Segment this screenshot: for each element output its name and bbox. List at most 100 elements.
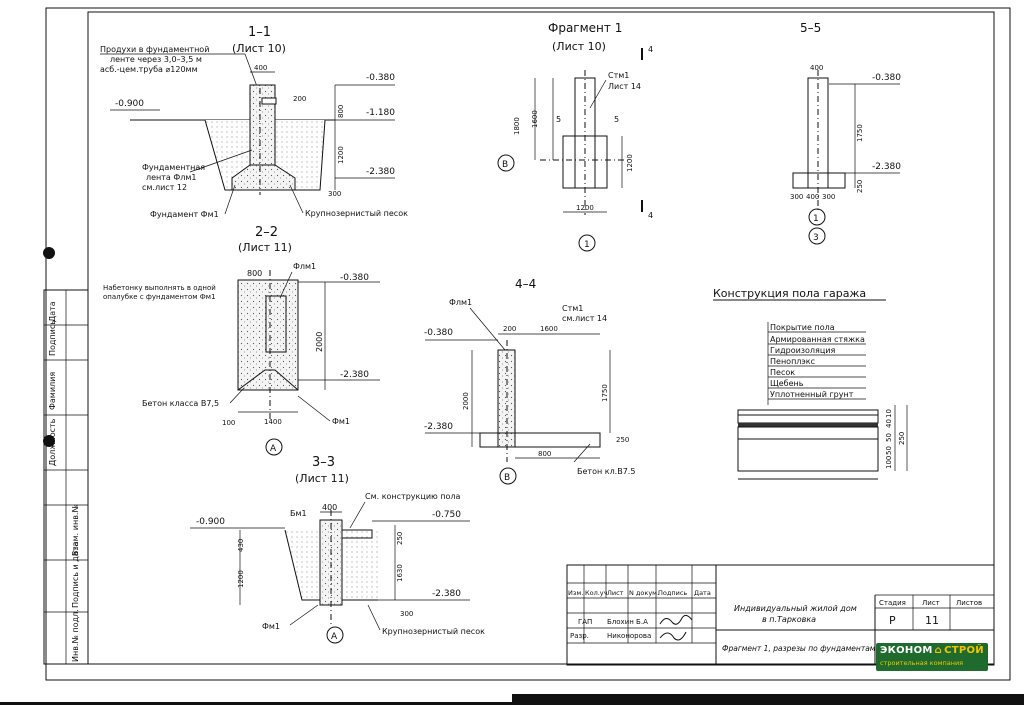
tb-sheets-head: Листов <box>956 599 982 607</box>
tb-project-2: в п.Тарковка <box>762 615 816 624</box>
signature-scribble <box>659 631 687 641</box>
dim-400: 400 <box>322 503 337 512</box>
logo-word-2: СТРОЙ <box>944 645 984 656</box>
dim-2000: 2000 <box>315 332 324 352</box>
label-sand: Крупнозернистый песок <box>305 209 408 218</box>
label-concrete: Бетон кл.В7.5 <box>577 467 635 476</box>
cut-mark-4-bottom: 4 <box>648 211 653 220</box>
floor-layer-4: Пеноплэкс <box>770 357 815 366</box>
stamp-date: Дата <box>48 301 57 322</box>
cut-mark-4-top: 4 <box>648 45 653 54</box>
fragment-title: Фрагмент 1 <box>548 21 622 35</box>
section-2-2: 2–2 (Лист 11) Набетонку выполнять в одно… <box>103 225 380 456</box>
label-bm1: Бм1 <box>290 509 307 518</box>
dim-800: 800 <box>538 450 551 458</box>
section-title: 1–1 <box>248 25 271 40</box>
vent-note-line1: Продухи в фундаментной <box>100 45 209 54</box>
level-090: -0.900 <box>196 517 225 527</box>
axis-b-marker: В <box>502 160 508 170</box>
dim-2000: 2000 <box>462 392 470 410</box>
tb-project-1: Индивидуальный жилой дом <box>734 604 857 613</box>
dim-1750: 1750 <box>856 124 864 142</box>
section-title: 2–2 <box>255 225 278 240</box>
tb-stage-head: Стадия <box>879 599 906 607</box>
axis-b-marker: В <box>504 473 510 483</box>
label-floor-ref: См. конструкцию пола <box>365 492 461 501</box>
level-238: -2.380 <box>872 162 901 172</box>
dim-300b: 300 <box>822 193 835 201</box>
section-3-3: 3–3 (Лист 11) См. конструкцию пола Бм1 4… <box>190 455 485 644</box>
label-found-fm1: Фундамент Фм1 <box>150 210 219 219</box>
dim-300a: 300 <box>790 193 803 201</box>
sheet-outer-frame <box>45 7 1011 681</box>
tb-head-sign: Подпись <box>658 589 687 597</box>
level-118: -1.180 <box>366 108 395 118</box>
tb-head-date: Дата <box>694 589 711 597</box>
section-5-5: 5–5 400 1750 250 300 400 300 -0.380 -2.3… <box>790 21 901 245</box>
axis-3-marker: 3 <box>813 233 819 243</box>
level-090: -0.900 <box>115 99 144 109</box>
cut-mark-5-left: 5 <box>556 115 561 124</box>
dim-1200: 1200 <box>337 146 345 164</box>
dim-400: 400 <box>810 64 823 72</box>
level-238: -2.380 <box>424 422 453 432</box>
label-strip-1: Фундаментная <box>142 163 205 172</box>
section-sheet-ref: (Лист 10) <box>232 42 286 55</box>
fragment-stm1: Стм1 <box>608 71 629 80</box>
section-title: 4–4 <box>515 277 536 291</box>
level-238: -2.380 <box>340 370 369 380</box>
level-075: -0.750 <box>432 510 461 520</box>
tb-role-gap: ГАП <box>578 618 592 626</box>
level-038: -0.380 <box>366 73 395 83</box>
tb-drawing-title: Фрагмент 1, разрезы по фундаментам. <box>722 644 878 653</box>
note-line1: Набетонку выполнять в одной <box>103 284 216 292</box>
axis-a-marker: А <box>270 444 277 454</box>
dim-50b: 50 <box>885 446 893 455</box>
vent-note-line2: ленте через 3,0–3,5 м <box>110 55 202 64</box>
punch-hole <box>43 247 55 259</box>
dim-1200-v: 1200 <box>626 154 634 172</box>
label-stm1-sheet: см.лист 14 <box>562 314 607 323</box>
level-238: -2.380 <box>432 589 461 599</box>
tb-head-izm: Изм. <box>568 589 583 597</box>
section-sheet-ref: (Лист 11) <box>295 472 349 485</box>
section-1-1: 1–1 (Лист 10) Продухи в фундаментной лен… <box>100 25 408 219</box>
tb-sheet: 11 <box>925 614 939 627</box>
floor-layer-5: Песок <box>770 368 795 377</box>
tb-stage: Р <box>889 614 896 627</box>
dim-1600: 1600 <box>531 110 539 128</box>
cut-mark-5-right: 5 <box>614 115 619 124</box>
label-concrete: Бетон класса В7,5 <box>142 399 219 408</box>
note-line2: опалубке с фундаментом Фм1 <box>103 293 216 301</box>
vent-note-line3: асб.-цем.труба ⌀120мм <box>100 65 198 74</box>
level-038: -0.380 <box>424 328 453 338</box>
floor-layer-1: Покрытие пола <box>770 323 835 332</box>
dim-1200: 1200 <box>237 570 245 588</box>
floor-layer-2: Армированная стяжка <box>770 335 865 344</box>
dim-430: 430 <box>237 539 245 552</box>
section-title: 3–3 <box>312 455 335 470</box>
title-block: Изм. Кол.уч Лист N докум. Подпись Дата Г… <box>566 564 995 666</box>
tb-role-razr: Разр. <box>570 632 589 640</box>
section-sheet-ref: (Лист 11) <box>238 241 292 254</box>
dim-1200-h: 1200 <box>576 204 594 212</box>
dim-800: 800 <box>337 105 345 118</box>
label-flm1: Флм1 <box>293 262 316 271</box>
fragment-1: Фрагмент 1 (Лист 10) Стм1 Лист 14 4 4 5 … <box>497 21 653 252</box>
axis-1-marker: 1 <box>813 214 819 224</box>
label-strip-3: см.лист 12 <box>142 183 187 192</box>
stamp-inv-orig: Инв.№ подл. <box>71 609 80 662</box>
tb-head-kol: Кол.уч <box>585 589 608 597</box>
dim-200: 200 <box>293 95 306 103</box>
stamp-sign-date: Подпись и дата <box>71 542 80 608</box>
dim-400: 400 <box>254 64 267 72</box>
floor-layer-7: Уплотненный грунт <box>770 390 854 399</box>
stamp-position: Должность <box>48 418 57 466</box>
dim-300: 300 <box>400 610 413 618</box>
level-238: -2.380 <box>366 167 395 177</box>
logo-subtitle: строительная компания <box>880 659 964 667</box>
punch-hole <box>43 435 55 447</box>
logo-word-1: ЭКОНОМ <box>880 645 933 656</box>
floor-layer-6: Щебень <box>770 379 804 388</box>
dim-250: 250 <box>856 180 864 193</box>
